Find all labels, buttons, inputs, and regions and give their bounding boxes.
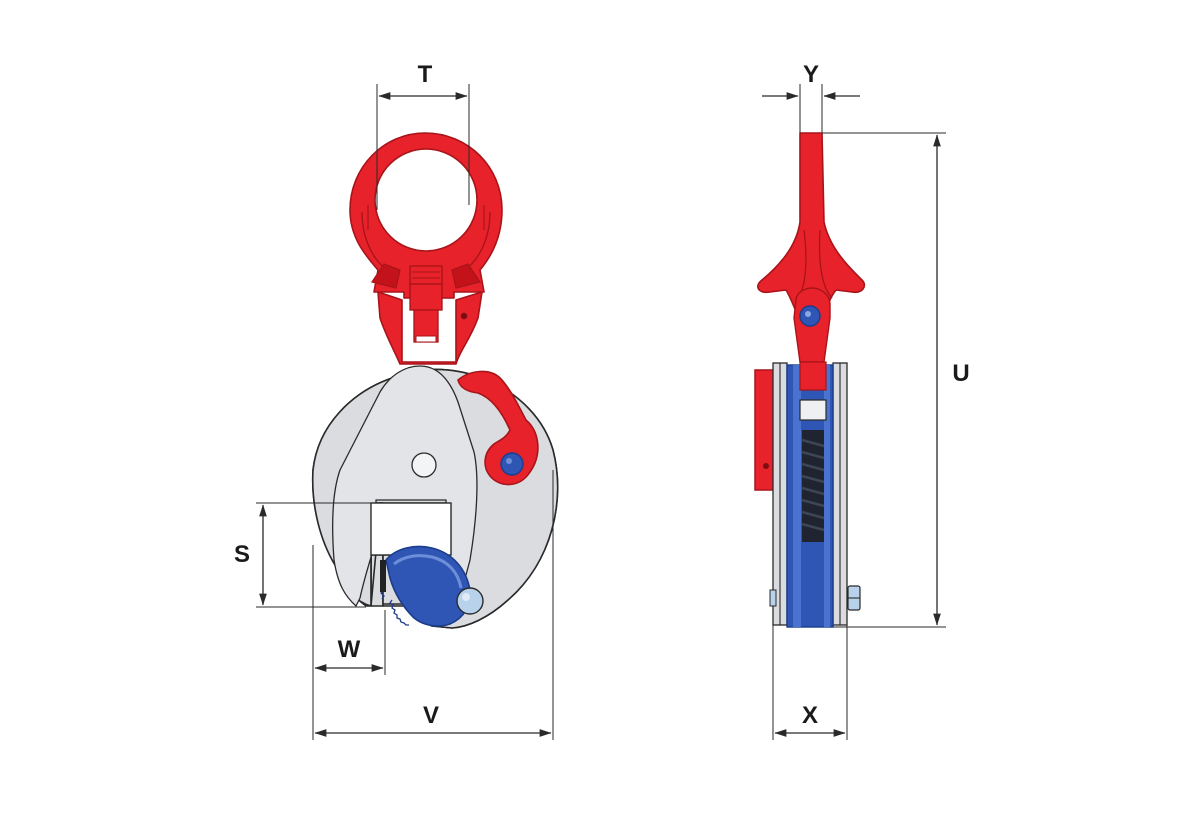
pivot-hole <box>411 452 437 478</box>
lifting-eye <box>349 132 503 365</box>
side-view <box>754 132 866 628</box>
dim-label-s: S <box>234 541 250 568</box>
dimension-labels: T S W V Y U X <box>234 61 970 729</box>
dimension-lines <box>256 84 946 740</box>
cam-pin <box>456 587 484 615</box>
dim-label-v: V <box>423 702 439 729</box>
dim-label-t: T <box>418 61 433 88</box>
dim-label-u: U <box>952 360 969 387</box>
dim-label-x: X <box>802 702 818 729</box>
side-white-block <box>799 399 827 421</box>
jaw-stop <box>380 560 386 592</box>
lever-pin <box>500 452 524 476</box>
front-view <box>311 132 559 629</box>
dim-label-y: Y <box>803 61 819 88</box>
dim-label-w: W <box>338 636 361 663</box>
